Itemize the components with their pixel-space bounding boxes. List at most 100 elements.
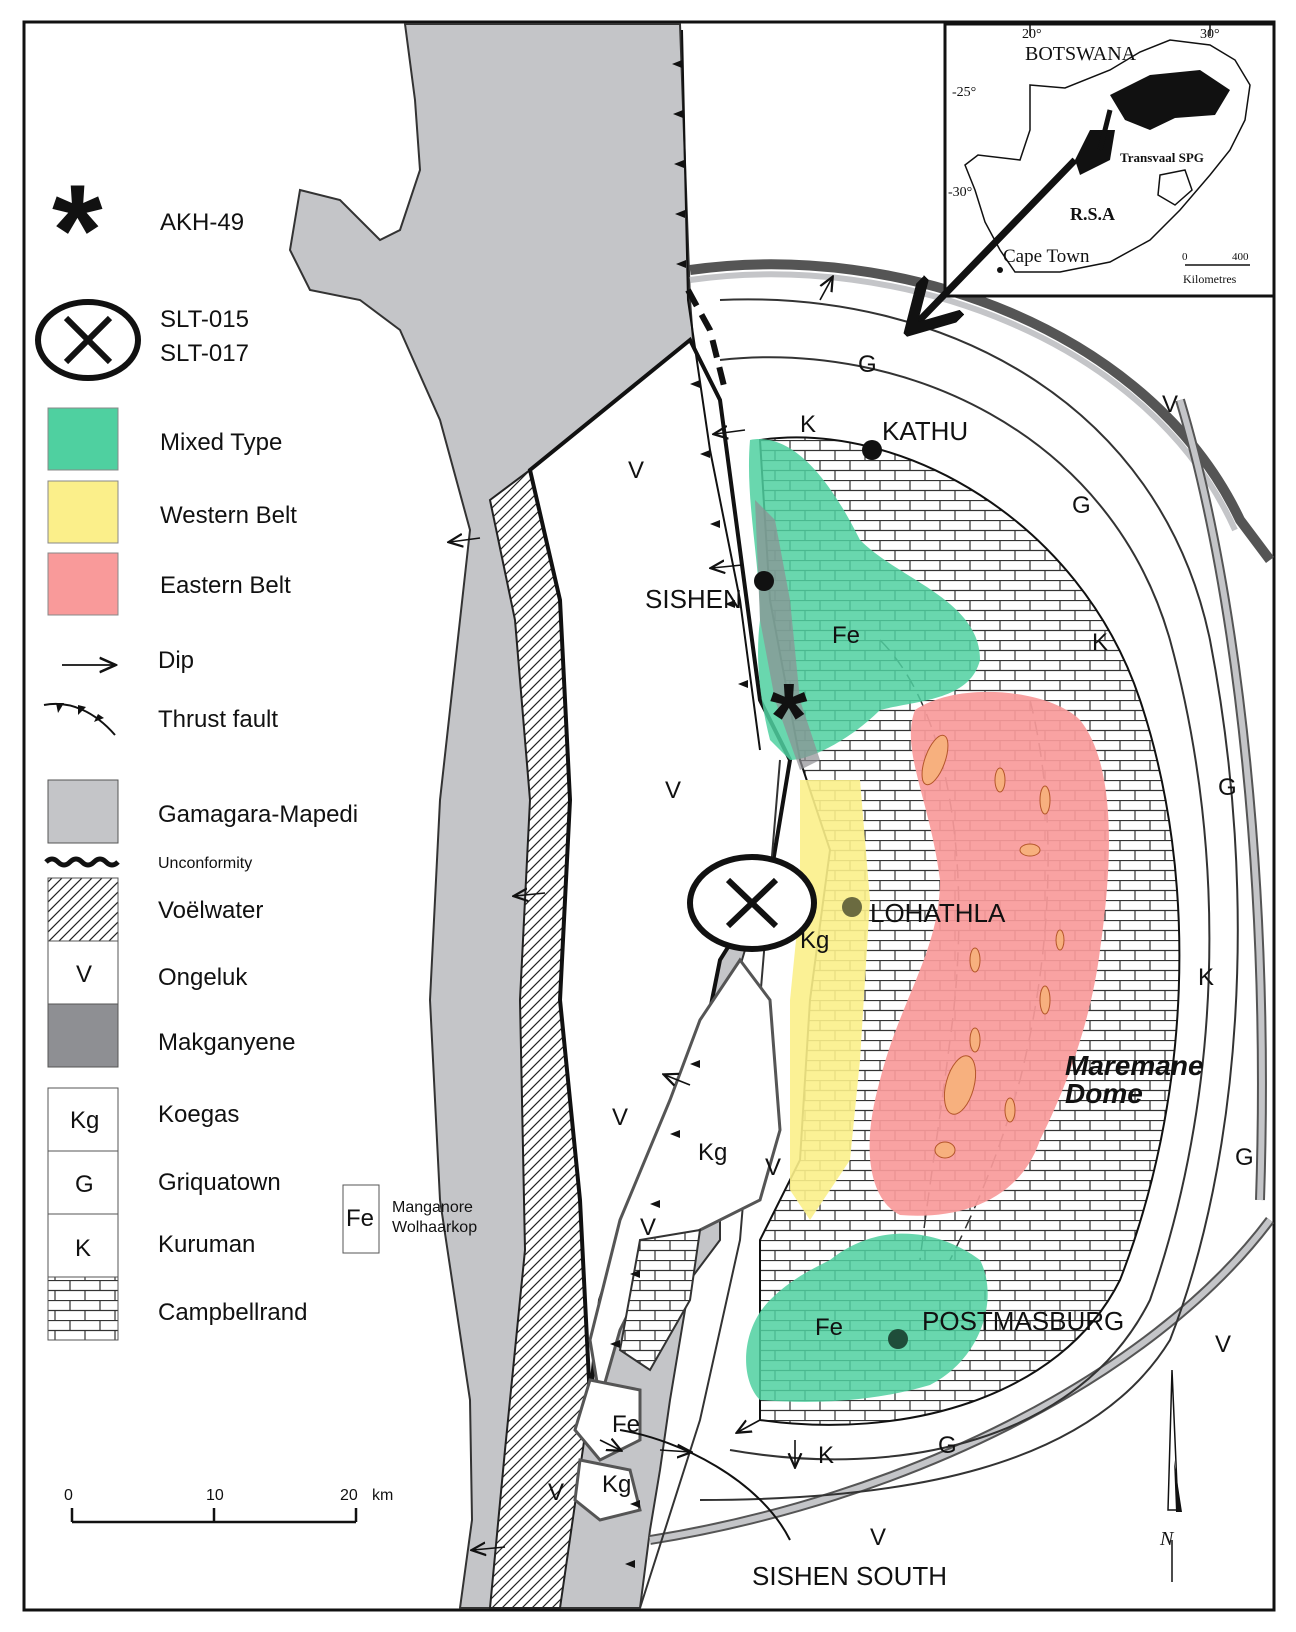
- north-arrow-icon: [1167, 1369, 1182, 1582]
- label-g-5: G: [938, 1432, 957, 1459]
- inset-rsa: R.S.A: [1070, 204, 1115, 224]
- legend-thrust-fault: Thrust fault: [158, 706, 278, 733]
- town-postmasburg: POSTMASBURG: [922, 1306, 1124, 1336]
- inset-scale-0: 0: [1182, 251, 1188, 263]
- legend-kuruman-swatch: [47, 1213, 119, 1278]
- label-fe-3: Fe: [612, 1411, 640, 1438]
- label-kg-2: Kg: [800, 927, 829, 954]
- kathu-dot: [862, 440, 882, 460]
- inset-transvaal-blob: [1110, 70, 1230, 130]
- sishen-dot: [754, 571, 774, 591]
- inset-pointer-arrow: [915, 157, 1078, 325]
- label-v-5: V: [1215, 1331, 1231, 1358]
- legend-koegas: Koegas: [158, 1101, 239, 1128]
- inset-lon30: 30°: [1200, 27, 1220, 42]
- legend-eastern-swatch: [47, 552, 119, 616]
- inset-lon20: 20°: [1022, 27, 1042, 42]
- inset-botswana: BOTSWANA: [1025, 43, 1137, 65]
- label-kg-3: Kg: [602, 1471, 631, 1498]
- label-g-2: G: [1072, 492, 1091, 519]
- legend: * AKH-49 SLT-015 SLT-017 Mixed Type West…: [35, 157, 1182, 1582]
- town-lohathla: LOHATHLA: [870, 898, 1006, 928]
- eastern-belt-zone: [869, 691, 1109, 1216]
- scale-tick-10: 10: [206, 1487, 224, 1504]
- g-belt-south-inner: [649, 1218, 1273, 1543]
- legend-mixed-type: Mixed Type: [160, 429, 282, 456]
- label-k-1: K: [800, 411, 816, 438]
- mixed-type-zone-south: [746, 1233, 988, 1402]
- legend-griquatown-code: G: [75, 1171, 94, 1198]
- town-kathu: KATHU: [882, 416, 968, 446]
- dip-arrows: [450, 278, 832, 1550]
- legend-kuruman-code: K: [75, 1235, 91, 1262]
- legend-ongeluk-swatch: [47, 940, 119, 1005]
- north-label: N: [1159, 1528, 1175, 1550]
- inset-cape-town-dot: [997, 267, 1003, 273]
- legend-ongeluk-code: V: [76, 961, 92, 988]
- inset-transvaal-belt: [1075, 130, 1115, 175]
- inset-griqualand-line: [1097, 109, 1113, 151]
- town-sishen: SISHEN: [645, 584, 742, 614]
- legend-manganore: Manganore: [392, 1199, 473, 1216]
- inset-map: 20° 30° -25° -30° BOTSWANA Transvaal SPG…: [943, 22, 1276, 298]
- inset-lesotho: [1157, 169, 1193, 206]
- mixed-type-zone-north: [748, 439, 980, 760]
- label-g-4: G: [1235, 1144, 1254, 1171]
- label-k-4: K: [818, 1442, 834, 1469]
- scale-tick-0: 0: [64, 1487, 73, 1504]
- sishen-south-curve: [619, 1429, 791, 1541]
- label-g-3: G: [1218, 774, 1237, 801]
- label-fe-2: Fe: [815, 1314, 843, 1341]
- inset-lat30: -30°: [948, 185, 972, 200]
- akh49-star-symbol: *: [770, 664, 808, 771]
- legend-campbellrand-swatch: [47, 1276, 119, 1341]
- map-body: * V V V V V V V V V G G G G G K K K K Kg…: [288, 23, 1274, 1609]
- legend-unconformity-icon: [44, 856, 120, 868]
- kg-lens-south: [573, 1458, 642, 1522]
- label-kg-1: Kg: [698, 1139, 727, 1166]
- legend-griquatown-swatch: [47, 1150, 119, 1215]
- inset-scale-400: 400: [1232, 251, 1249, 263]
- legend-ongeluk: Ongeluk: [158, 964, 248, 991]
- legend-slt017: SLT-017: [160, 340, 249, 367]
- scale-unit: km: [372, 1487, 393, 1504]
- griquatown-outer-arc: [689, 259, 1274, 563]
- legend-kuruman: Kuruman: [158, 1231, 255, 1258]
- legend-gamagara: Gamagara-Mapedi: [158, 801, 358, 828]
- label-v-1: V: [628, 457, 644, 484]
- iron-lenses: [921, 734, 1065, 1159]
- legend-western-belt: Western Belt: [160, 502, 297, 529]
- legend-mixed-swatch: [47, 407, 119, 471]
- legend-makganyene-swatch: [47, 1003, 119, 1068]
- inset-lat25: -25°: [952, 85, 976, 100]
- major-fault-dashed: [685, 288, 728, 391]
- legend-griquatown: Griquatown: [158, 1169, 281, 1196]
- slt-borehole-symbol: [687, 854, 817, 952]
- label-v-3: V: [612, 1104, 628, 1131]
- legend-slt-symbol-icon: [35, 299, 141, 381]
- legend-makganyene: Makganyene: [158, 1029, 295, 1056]
- legend-fe-swatch: [342, 1184, 380, 1254]
- legend-voelwater: Voëlwater: [158, 897, 263, 924]
- legend-campbellrand: Campbellrand: [158, 1299, 307, 1326]
- label-v-4: V: [1162, 391, 1178, 418]
- dome-label-line1: Maremane: [1065, 1050, 1204, 1081]
- scale-bar: [70, 1508, 358, 1524]
- legend-thrust-fault-icon: [43, 702, 116, 736]
- legend-akh49: AKH-49: [160, 209, 244, 236]
- label-v-8: V: [765, 1154, 781, 1181]
- town-sishen-south: SISHEN SOUTH: [752, 1561, 947, 1591]
- scale-tick-20: 20: [340, 1487, 358, 1504]
- legend-koegas-swatch: [47, 1087, 119, 1152]
- legend-koegas-code: Kg: [70, 1107, 99, 1134]
- kuruman-arc: [719, 356, 1211, 1461]
- lohathla-dot: [842, 897, 862, 917]
- inset-scale-unit: Kilometres: [1183, 272, 1237, 286]
- label-v-9: V: [640, 1214, 656, 1241]
- label-g-1: G: [858, 351, 877, 378]
- dome-label-line2: Dome: [1065, 1078, 1143, 1109]
- label-k-3: K: [1198, 964, 1214, 991]
- legend-wolhaarkop: Wolhaarkop: [392, 1219, 477, 1236]
- label-fe-1: Fe: [832, 622, 860, 649]
